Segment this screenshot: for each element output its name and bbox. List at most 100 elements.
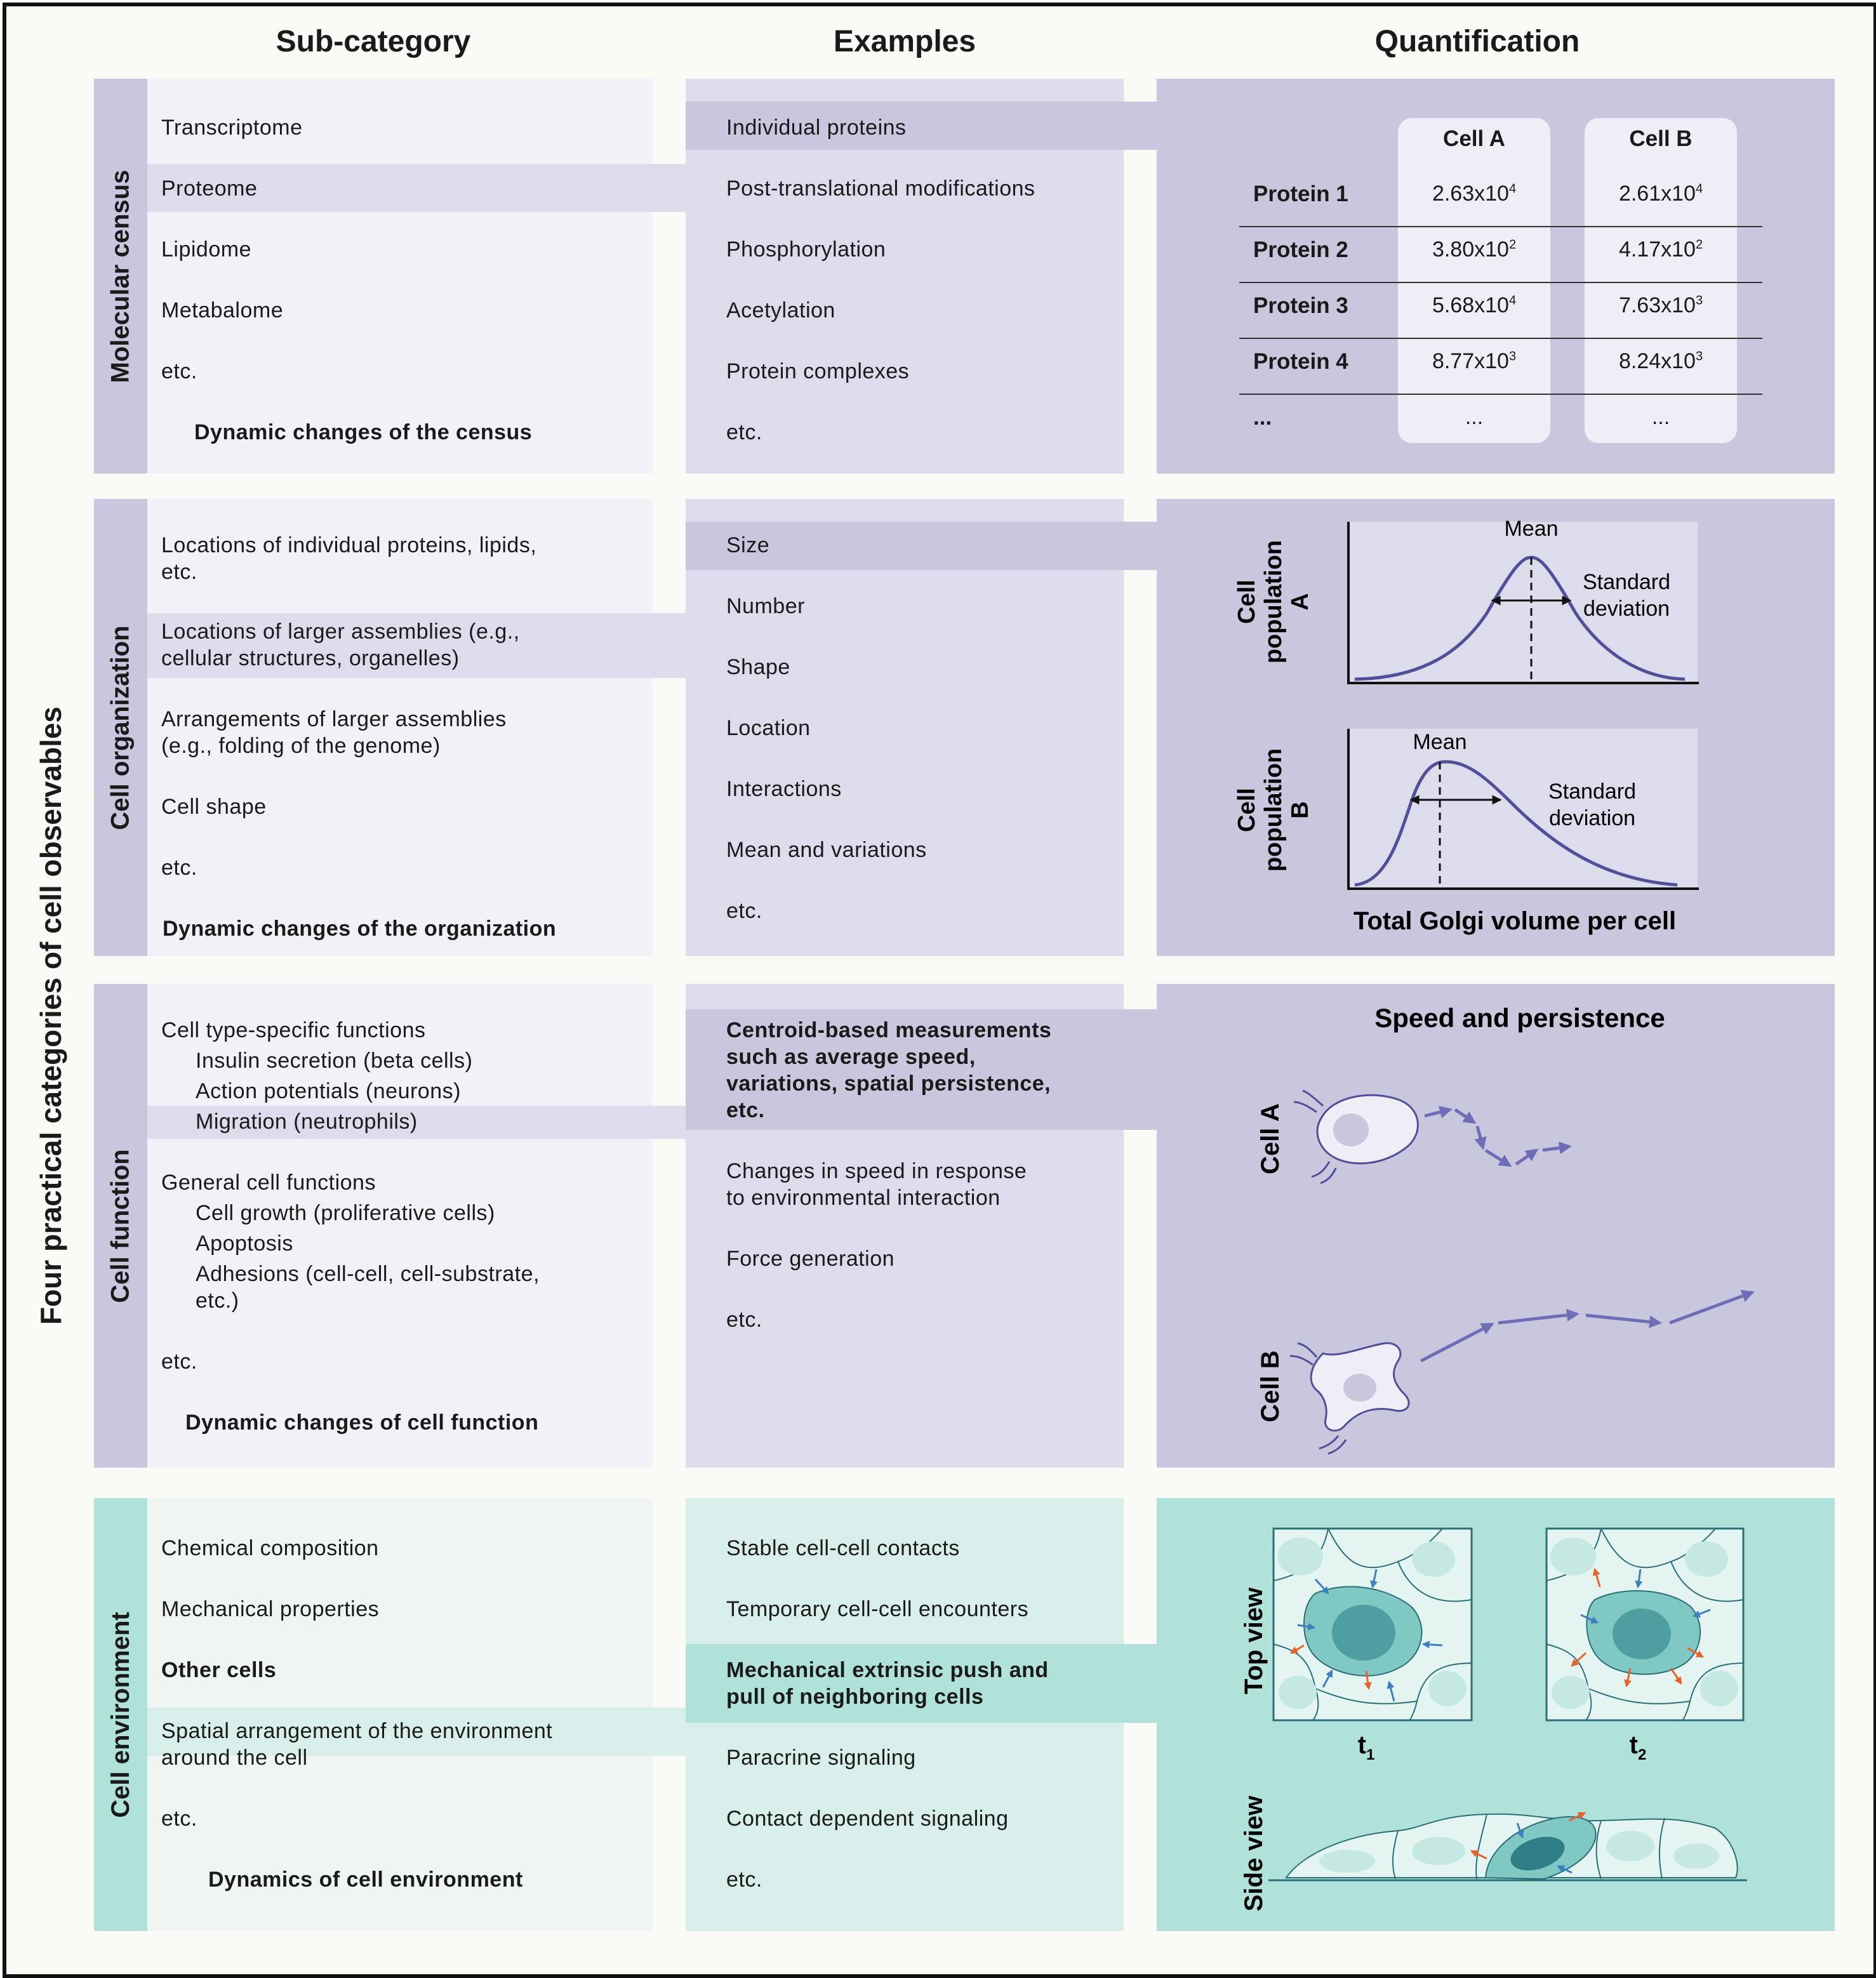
census-ex-2: Post-translational modifications (726, 176, 1035, 201)
env-ex-6: etc. (726, 1868, 762, 1892)
t1-pull-arrow-2 (1364, 1670, 1372, 1690)
table-row-label-4: Protein 4 (1253, 349, 1348, 374)
org-ex-2: Number (726, 594, 805, 618)
value-a-2: 3.80x10 (1432, 237, 1509, 262)
plot-b-sd-label-2: deviation (1549, 806, 1635, 830)
exp-b-4: 3 (1695, 349, 1703, 364)
table-divider-1 (1239, 226, 1762, 227)
side-view-label-wrap: Side view (1240, 1795, 1268, 1911)
org-ex-3: Shape (726, 655, 790, 679)
cell-a-column-bg (1398, 118, 1550, 443)
t2-push-arrow-2 (1635, 1569, 1643, 1589)
cell-b-header: Cell B (1629, 126, 1693, 151)
t1-neighbor-2 (1412, 1541, 1455, 1577)
exp-b-2: 2 (1695, 237, 1703, 252)
plot-a-sd-label-2: deviation (1583, 597, 1670, 621)
t2-neighbor-4 (1552, 1676, 1590, 1709)
func-highlight-sub (147, 1106, 686, 1139)
t1-neighbor-4 (1279, 1676, 1317, 1709)
t1-label-main: t (1358, 1731, 1366, 1759)
cell-a-motion-3 (1311, 1161, 1331, 1178)
env-ex-3b: pull of neighboring cells (726, 1685, 984, 1709)
cell-a-nucleus (1333, 1113, 1369, 1146)
table-cell-a-2: 3.80x102 (1398, 237, 1550, 262)
side-view-pull-arrow-2 (1470, 1850, 1487, 1860)
cell-b-motion-1 (1297, 1342, 1318, 1358)
table-cell-a-4: 8.77x103 (1398, 349, 1550, 374)
t1-push-arrow-4 (1421, 1640, 1443, 1649)
org-sub-2b: cellular structures, organelles) (161, 646, 460, 670)
cell-a-track-3 (1474, 1125, 1487, 1150)
t2-label-main: t (1630, 1731, 1638, 1759)
census-row-title: Molecular census (106, 169, 135, 383)
func-sub-2-3a: Adhesions (cell-cell, cell-substrate, (196, 1262, 540, 1286)
side-view-push-arrow-1 (1516, 1822, 1524, 1839)
env-sub-2: Mechanical properties (161, 1597, 380, 1621)
plot-a-mean-label: Mean (1504, 517, 1558, 541)
census-sub-1: Transcriptome (161, 116, 303, 140)
t2-pull-arrow-4 (1670, 1668, 1682, 1685)
table-row-label-ellipsis: ... (1253, 405, 1272, 430)
exp-a-3: 4 (1508, 293, 1517, 308)
plot-a-ylabel-2: population (1260, 540, 1287, 663)
cell-a-label-wrap: Cell A (1256, 1103, 1284, 1174)
env-row-title-bar: Cell environment (94, 1498, 147, 1931)
org-ex-7: etc. (726, 899, 762, 923)
census-highlight-sub (147, 164, 686, 212)
side-view-label: Side view (1240, 1795, 1268, 1911)
side-view-center-nucleus (1510, 1836, 1565, 1871)
func-sub-1-2: Action potentials (neurons) (196, 1079, 461, 1103)
side-view-nucleus-1 (1319, 1850, 1375, 1873)
env-sub-dynamic: Dynamics of cell environment (208, 1868, 523, 1892)
plot-b-ylabel-1: Cell (1234, 788, 1260, 832)
side-view-nucleus-4 (1606, 1831, 1654, 1861)
main-title-wrap: Four practical categories of cell observ… (25, 444, 76, 1587)
main-title: Four practical categories of cell observ… (34, 706, 68, 1325)
table-cell-a-1: 2.63x104 (1398, 182, 1550, 206)
env-ex-5: Contact dependent signaling (726, 1807, 1009, 1831)
census-sub-dynamic: Dynamic changes of the census (194, 420, 533, 444)
table-row-label-2: Protein 2 (1253, 237, 1348, 262)
func-sub-3: etc. (161, 1350, 197, 1374)
cell-b-track-3 (1585, 1313, 1662, 1329)
plot-xlabel: Total Golgi volume per cell (1354, 907, 1676, 935)
func-row-title-bar: Cell function (94, 984, 147, 1468)
census-ex-4: Acetylation (726, 298, 835, 322)
env-sub-5: etc. (161, 1807, 197, 1831)
t2-pull-arrow-2 (1571, 1652, 1587, 1667)
func-sub-1-1: Insulin secretion (beta cells) (196, 1049, 473, 1073)
func-sub-1: Cell type-specific functions (161, 1018, 426, 1042)
top-view-label: Top view (1240, 1587, 1268, 1694)
exp-b-3: 3 (1695, 293, 1703, 308)
t1-neighbor-3 (1428, 1671, 1467, 1706)
t1-pull-arrow-1 (1289, 1644, 1305, 1654)
top-view-t2: t2 (1545, 1527, 1745, 1763)
t1-center-nucleus (1332, 1605, 1395, 1661)
plot-b-mean-label: Mean (1413, 730, 1467, 754)
org-ex-6: Mean and variations (726, 838, 927, 862)
cell-b-track-4 (1669, 1290, 1755, 1325)
plot-a-sd-label-1: Standard (1583, 570, 1670, 594)
value-b-1: 2.61x10 (1618, 182, 1696, 206)
census-ex-1: Individual proteins (726, 116, 907, 140)
side-view-push-arrow-2 (1556, 1865, 1573, 1874)
org-row-title-bar: Cell organization (94, 499, 147, 956)
cell-a-track-4 (1484, 1148, 1512, 1167)
func-ex-1a: Centroid-based measurements (726, 1018, 1052, 1042)
t1-push-arrow-6 (1387, 1680, 1395, 1702)
census-sub-2: Proteome (161, 176, 258, 201)
column-header-quantification: Quantification (1374, 25, 1580, 58)
plot-a-ylabel: Cell population A (1234, 540, 1314, 663)
plot-b-curve (1354, 760, 1678, 887)
census-row-title-bar: Molecular census (94, 79, 147, 474)
org-sub-panel (94, 499, 653, 956)
table-divider-3 (1239, 338, 1762, 339)
table-cell-b-ellipsis: ... (1651, 405, 1670, 429)
env-sub-1: Chemical composition (161, 1536, 379, 1560)
migration-illustration: Speed and persistence Cell A Cell B (1256, 1003, 1755, 1455)
org-ex-1: Size (726, 533, 770, 557)
side-view-nucleus-5 (1673, 1843, 1719, 1869)
func-ex-3: Force generation (726, 1247, 895, 1271)
org-sub-dynamic: Dynamic changes of the organization (163, 917, 557, 941)
value-a-1: 2.63x10 (1432, 182, 1509, 206)
